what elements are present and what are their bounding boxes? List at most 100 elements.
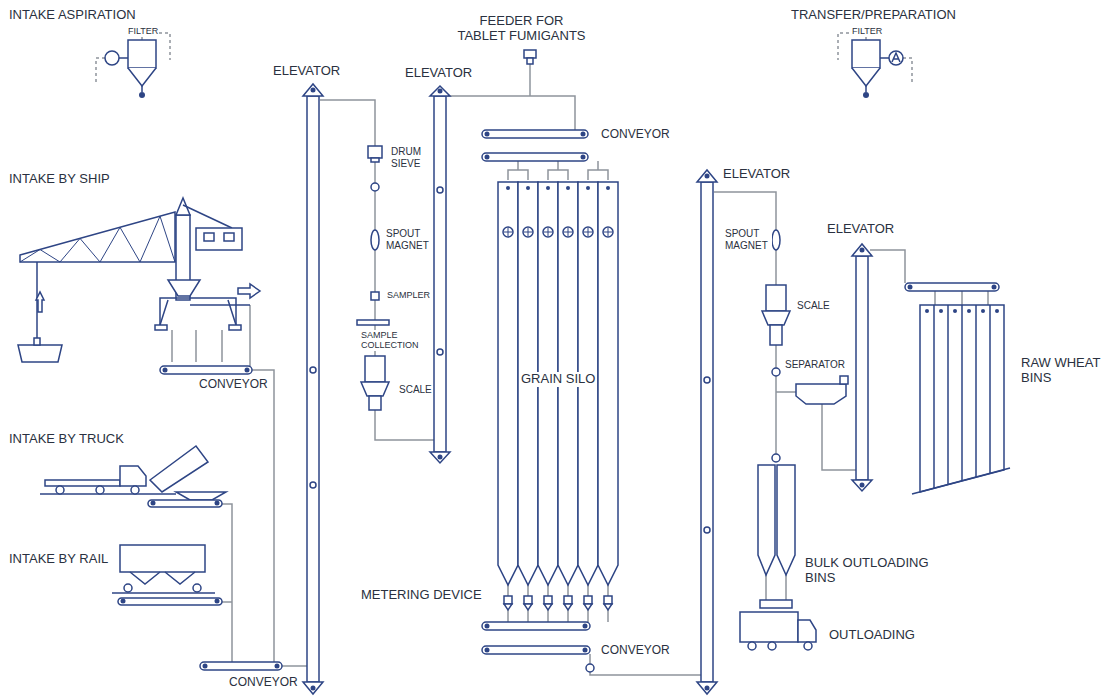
part-label-box: CONVEYOR xyxy=(600,644,671,658)
equipment-part xyxy=(224,233,234,241)
equipment-part xyxy=(160,366,252,374)
equipment-part xyxy=(912,468,1010,494)
part-label: FEEDER FOR TABLET FUMIGANTS xyxy=(457,13,585,43)
equipment-part xyxy=(229,325,241,330)
equipment-part xyxy=(141,86,143,92)
equipment-part xyxy=(176,492,226,500)
equipment-part xyxy=(934,305,990,488)
equipment-part xyxy=(524,604,532,610)
flow-line-part xyxy=(508,585,608,596)
equipment-part xyxy=(852,40,880,68)
equipment-part xyxy=(701,182,713,682)
pulley-dot-part xyxy=(151,501,156,506)
equipment-part xyxy=(120,466,146,486)
flow-line-part xyxy=(508,610,608,622)
equipment-part xyxy=(371,158,379,162)
pulley-dot-part xyxy=(992,285,997,290)
equipment-part xyxy=(196,228,242,250)
equipment-part xyxy=(748,642,756,650)
part-label-box: METERING DEVICE xyxy=(360,588,483,603)
equipment-part xyxy=(34,338,40,345)
equipment-part xyxy=(704,527,710,533)
flow-line-part xyxy=(222,504,232,662)
equipment-part xyxy=(865,86,867,92)
flow-line-part xyxy=(320,100,375,146)
pulley-dot-part xyxy=(203,664,208,669)
equipment-part xyxy=(357,320,389,325)
pulley-dot-part xyxy=(215,501,220,506)
part-label: INTAKE BY SHIP xyxy=(9,171,110,186)
equipment-part xyxy=(482,130,588,138)
part-label: DRUM SIEVE xyxy=(391,146,421,169)
pulley-dot-part xyxy=(583,624,588,629)
equipment-part xyxy=(238,284,260,298)
part-label: SCALE xyxy=(797,300,830,311)
equipment-part xyxy=(120,545,205,572)
equipment-part xyxy=(307,96,319,682)
flow-line-part xyxy=(766,575,786,600)
part-label-box: SCALE xyxy=(398,384,433,396)
equipment-part xyxy=(20,216,175,262)
flow-line-part xyxy=(548,161,568,180)
equipment-part xyxy=(598,182,618,585)
part-label-box: INTAKE ASPIRATION xyxy=(8,8,137,23)
equipment-part xyxy=(361,382,389,396)
equipment-part xyxy=(437,349,443,355)
equipment-part xyxy=(18,345,62,362)
pulley-dot-part xyxy=(485,132,490,137)
equipment-part xyxy=(112,592,215,594)
part-label-box: CONVEYOR xyxy=(228,676,299,690)
equipment-part xyxy=(148,500,222,507)
equipment-part xyxy=(504,596,512,604)
flow-line-part xyxy=(714,192,776,285)
pulley-dot-part xyxy=(860,483,865,488)
part-label: BULK OUTLOADING BINS xyxy=(805,555,929,585)
part-label-box: SCALE xyxy=(796,300,831,312)
equipment-part xyxy=(371,183,379,191)
part-label: ELEVATOR xyxy=(723,166,790,181)
flow-line-part xyxy=(822,404,856,470)
part-label-box: ELEVATOR xyxy=(272,64,341,79)
equipment-part xyxy=(796,384,846,404)
part-label-box: SAMPLE COLLECTION xyxy=(360,330,424,351)
flow-line-part xyxy=(775,345,777,454)
pulley-dot-part xyxy=(581,132,586,137)
equipment-part xyxy=(482,622,590,630)
pulley-dot-part xyxy=(245,368,250,373)
equipment-part xyxy=(204,233,214,241)
part-label-box: SEPARATOR xyxy=(784,359,846,371)
equipment-part xyxy=(777,465,795,575)
pulley-dot-part xyxy=(163,368,168,373)
equipment-part xyxy=(310,482,316,488)
part-label: SAMPLE COLLECTION xyxy=(361,330,419,350)
part-label: SAMPLER xyxy=(387,290,430,300)
pulley-dot-part xyxy=(581,155,586,160)
equipment-part xyxy=(45,480,120,486)
equipment-part xyxy=(852,480,872,491)
equipment-part xyxy=(430,452,450,463)
part-label-box: ELEVATOR xyxy=(404,66,473,81)
flow-line-part xyxy=(96,58,105,82)
equipment-part xyxy=(430,86,450,96)
pulley-dot-part xyxy=(526,186,530,190)
part-label: INTAKE BY TRUCK xyxy=(9,431,124,446)
pulley-dot-part xyxy=(438,89,443,94)
part-label: METERING DEVICE xyxy=(361,587,482,602)
equipment-part xyxy=(905,283,999,291)
flow-line-part xyxy=(249,305,251,366)
equipment-part xyxy=(130,572,195,584)
equipment-part xyxy=(697,170,717,182)
equipment-part xyxy=(544,604,552,610)
equipment-part xyxy=(584,604,592,610)
pulley-dot-part xyxy=(566,186,570,190)
equipment-part xyxy=(303,84,323,96)
pulley-dot-part xyxy=(860,248,865,253)
equipment-part xyxy=(892,53,900,62)
part-label-box: INTAKE BY TRUCK xyxy=(8,432,125,447)
part-label: RAW WHEAT BINS xyxy=(1021,355,1100,385)
pulley-dot xyxy=(121,88,1000,691)
equipment-part xyxy=(604,604,612,610)
equipment-part xyxy=(96,486,104,494)
equipment-part xyxy=(118,598,222,605)
part-label-box: GRAIN SILO xyxy=(520,372,596,387)
